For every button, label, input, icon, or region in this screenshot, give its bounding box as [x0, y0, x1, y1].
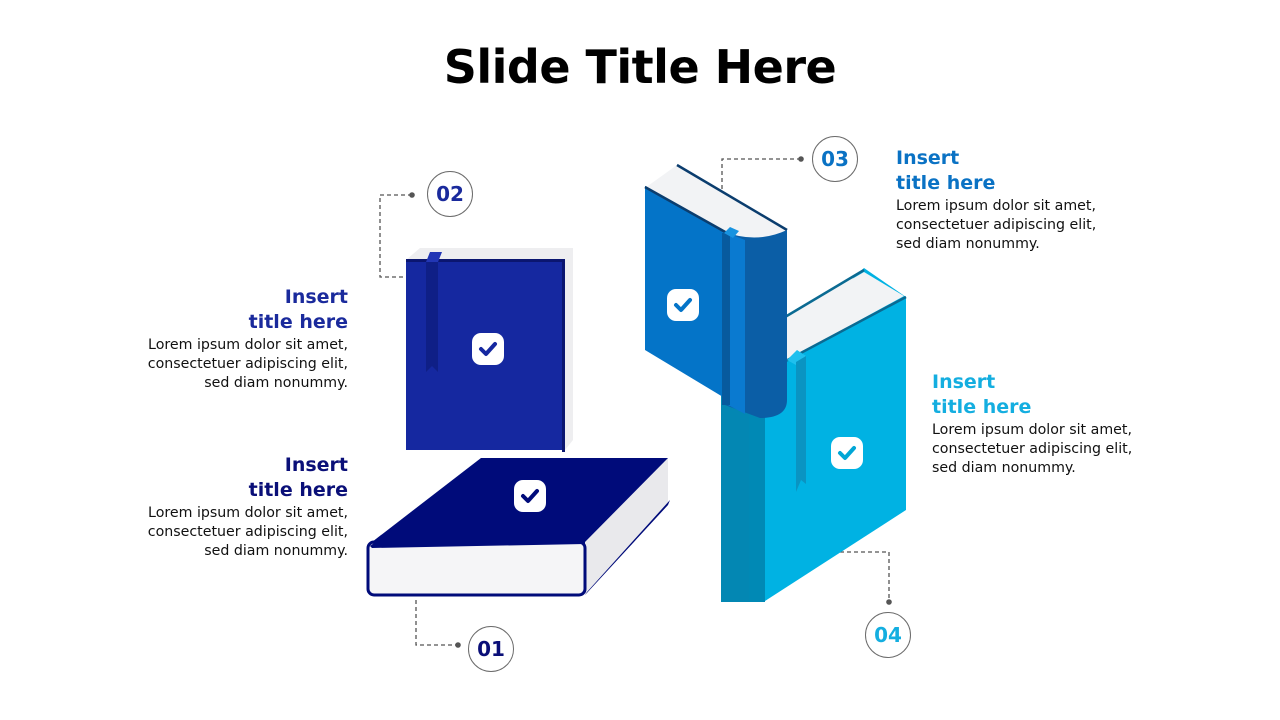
- body-line: Lorem ipsum dolor sit amet,: [932, 422, 1132, 438]
- connector-lines: [379, 158, 890, 646]
- title-line: title here: [932, 396, 1032, 418]
- body-line: sed diam nonummy.: [932, 460, 1076, 476]
- item-title: Insert title here: [118, 453, 348, 503]
- body-line: sed diam nonummy.: [204, 375, 348, 391]
- body-line: Lorem ipsum dolor sit amet,: [148, 505, 348, 521]
- title-line: title here: [248, 479, 348, 501]
- item-description: Lorem ipsum dolor sit amet, consectetuer…: [896, 197, 1126, 254]
- check-icon: [472, 333, 504, 365]
- body-line: Lorem ipsum dolor sit amet,: [896, 198, 1096, 214]
- text-block-04: Insert title here Lorem ipsum dolor sit …: [932, 370, 1162, 478]
- check-icon: [831, 437, 863, 469]
- item-description: Lorem ipsum dolor sit amet, consectetuer…: [118, 336, 348, 393]
- item-title: Insert title here: [932, 370, 1162, 420]
- body-line: Lorem ipsum dolor sit amet,: [148, 337, 348, 353]
- text-block-03: Insert title here Lorem ipsum dolor sit …: [896, 146, 1126, 254]
- title-line: title here: [896, 172, 996, 194]
- body-line: sed diam nonummy.: [896, 236, 1040, 252]
- check-icon: [514, 480, 546, 512]
- book-04: [721, 268, 907, 602]
- body-line: sed diam nonummy.: [204, 543, 348, 559]
- number-badge-02: 02: [427, 171, 473, 217]
- check-icon: [667, 289, 699, 321]
- book-01: [366, 458, 670, 597]
- connector-dots: [409, 156, 892, 648]
- body-line: consectetuer adipiscing elit,: [896, 217, 1097, 233]
- title-line: Insert: [932, 371, 996, 393]
- title-line: Insert: [284, 454, 348, 476]
- body-line: consectetuer adipiscing elit,: [932, 441, 1133, 457]
- body-line: consectetuer adipiscing elit,: [147, 524, 348, 540]
- title-line: Insert: [284, 286, 348, 308]
- title-line: Insert: [896, 147, 960, 169]
- slide-title: Slide Title Here: [443, 40, 837, 94]
- item-title: Insert title here: [896, 146, 1126, 196]
- number-badge-04: 04: [865, 612, 911, 658]
- text-block-01: Insert title here Lorem ipsum dolor sit …: [118, 453, 348, 561]
- number-badge-03: 03: [812, 136, 858, 182]
- title-line: title here: [248, 311, 348, 333]
- number-badge-01: 01: [468, 626, 514, 672]
- book-03: [644, 163, 788, 418]
- item-description: Lorem ipsum dolor sit amet, consectetuer…: [932, 421, 1162, 478]
- item-description: Lorem ipsum dolor sit amet, consectetuer…: [118, 504, 348, 561]
- text-block-02: Insert title here Lorem ipsum dolor sit …: [118, 285, 348, 393]
- body-line: consectetuer adipiscing elit,: [147, 356, 348, 372]
- item-title: Insert title here: [118, 285, 348, 335]
